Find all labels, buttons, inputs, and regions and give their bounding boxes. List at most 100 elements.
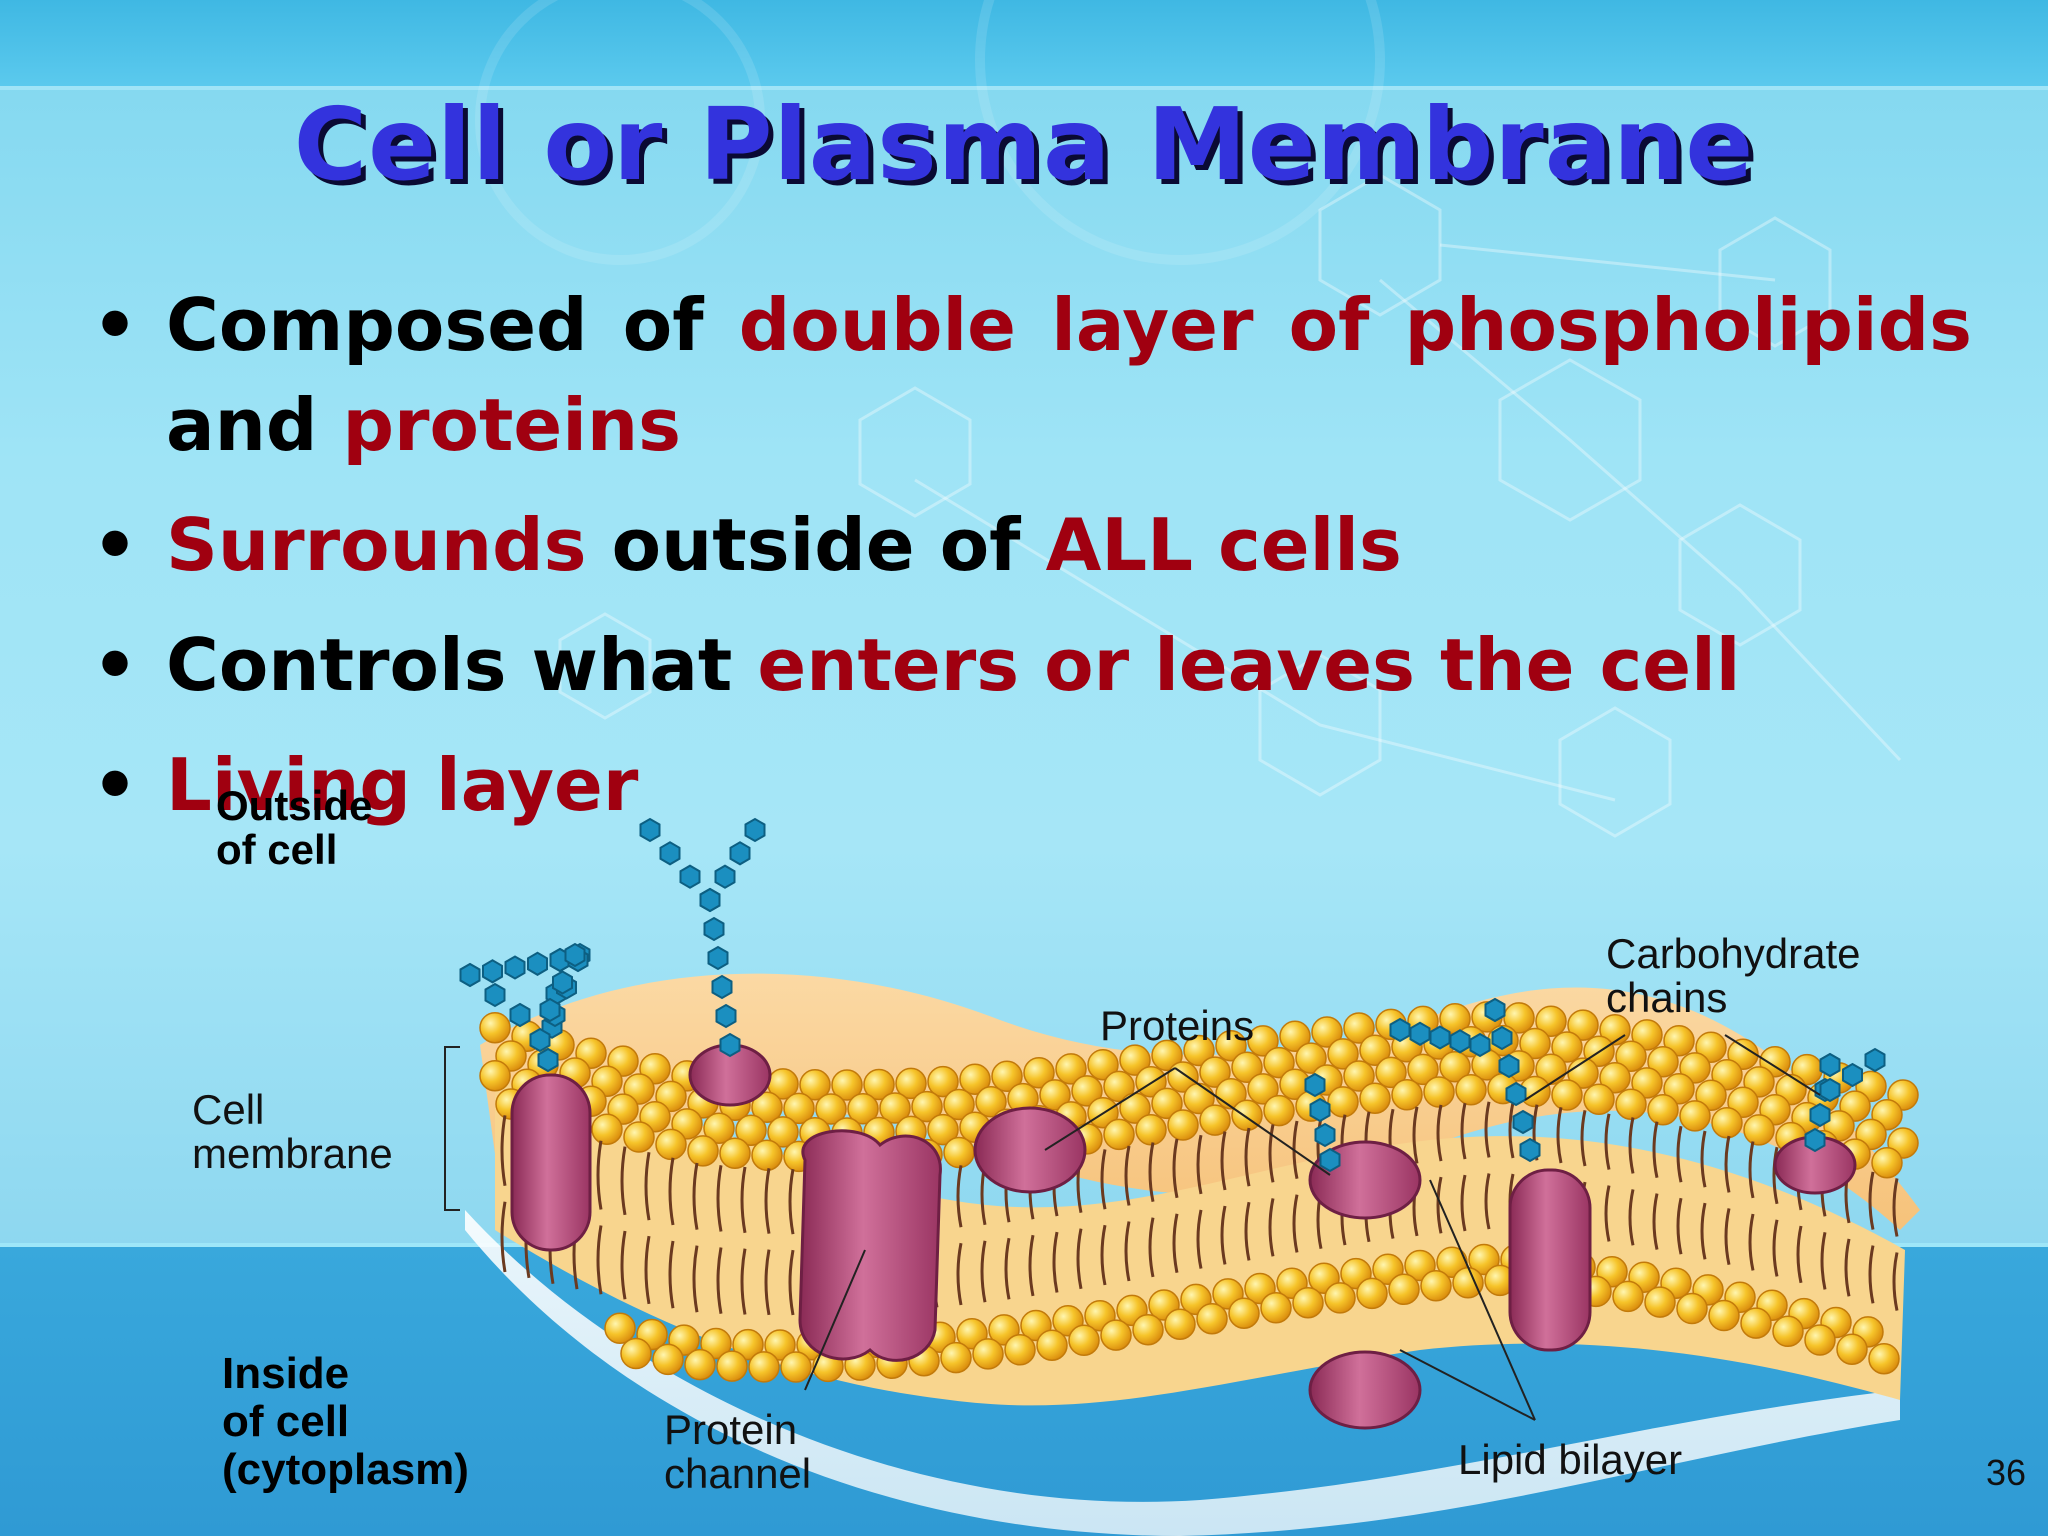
- lipid-head: [1103, 1070, 1135, 1103]
- lipid-tail: [644, 1152, 651, 1221]
- lipid-head: [1804, 1324, 1836, 1356]
- lipid-head: [1388, 1273, 1420, 1306]
- lipid-head: [943, 1136, 975, 1169]
- lipid-tail: [620, 1230, 627, 1300]
- lipid-head: [719, 1137, 751, 1170]
- lipid-head: [1356, 1277, 1388, 1310]
- cytoplasm-base: [465, 1210, 1900, 1536]
- lipid-tail: [1004, 1237, 1011, 1300]
- lipid-head: [879, 1092, 911, 1124]
- lipid-head: [1663, 1025, 1695, 1057]
- bullet-emphasis: double layer of phospholipids: [738, 283, 1972, 367]
- label-line: Outside: [216, 782, 373, 829]
- carbohydrate-unit: [1491, 1025, 1513, 1051]
- lipid-head: [895, 1067, 927, 1100]
- lipid-tail: [1820, 1231, 1827, 1290]
- lipid-tail: [1292, 1194, 1299, 1253]
- bullet-emphasis: Surrounds: [166, 503, 587, 587]
- lipid-head: [1167, 1109, 1199, 1141]
- carbohydrate-unit: [1449, 1029, 1471, 1054]
- bullet-list: • Composed of double layer of phospholip…: [92, 275, 1972, 855]
- lipid-head: [1679, 1052, 1711, 1084]
- bullet-dot: •: [92, 623, 139, 707]
- label-cell-membrane: Cell membrane: [192, 1088, 393, 1176]
- carbohydrate-unit: [539, 997, 561, 1023]
- lipid-tail: [956, 1242, 963, 1306]
- carbohydrate-unit: [459, 962, 481, 988]
- top-band-edge: [0, 86, 2048, 90]
- lipid-tail: [1892, 1178, 1899, 1237]
- carbohydrate-unit: [1809, 1102, 1831, 1128]
- lipid-head: [655, 1128, 687, 1161]
- bullet-item: • Composed of double layer of phospholip…: [92, 275, 1972, 475]
- lipid-head: [1231, 1051, 1263, 1084]
- carbohydrate-unit: [1864, 1047, 1886, 1073]
- lipid-head: [1615, 1088, 1647, 1120]
- lipid-head: [1503, 1002, 1535, 1034]
- lipid-head: [684, 1348, 716, 1381]
- label-line: Inside: [222, 1349, 350, 1398]
- lipid-tail: [692, 1162, 699, 1230]
- lipid-tail: [1772, 1219, 1779, 1277]
- lipid-tail: [1796, 1225, 1803, 1284]
- lipid-head: [1327, 1086, 1359, 1118]
- lipid-tail: [788, 1249, 795, 1316]
- lipid-tail: [1124, 1145, 1131, 1206]
- lipid-head: [1535, 1005, 1567, 1037]
- lipid-tail: [1604, 1185, 1611, 1242]
- lipid-head: [1868, 1342, 1900, 1375]
- protein-right: [1508, 1168, 1592, 1352]
- carbohydrate-unit: [537, 1047, 559, 1073]
- lipid-head: [780, 1351, 812, 1383]
- lipid-tail: [1508, 1102, 1515, 1159]
- lipid-head: [1343, 1060, 1375, 1092]
- lipid-tail: [668, 1157, 675, 1226]
- lipid-head: [1631, 1067, 1663, 1099]
- lipid-tail: [1628, 1189, 1635, 1246]
- lipid-head: [1100, 1319, 1132, 1351]
- lipid-tail: [1220, 1131, 1227, 1191]
- lipid-tail: [740, 1166, 747, 1234]
- lipid-head: [1647, 1046, 1679, 1078]
- lipid-head: [972, 1338, 1004, 1370]
- lipid-head: [1439, 1051, 1471, 1083]
- lipid-tail: [980, 1240, 987, 1303]
- slide-title: Cell or Plasma Membrane: [293, 86, 1755, 203]
- carbohydrate-unit: [1429, 1025, 1451, 1050]
- lipid-head: [863, 1068, 895, 1101]
- lipid-head: [1420, 1270, 1452, 1302]
- label-protein-channel: Protein channel: [664, 1408, 811, 1496]
- lipid-tail: [1484, 1173, 1491, 1230]
- lipid-tail: [692, 1245, 699, 1313]
- lipid-tail: [1220, 1205, 1227, 1265]
- lipid-head: [1567, 1009, 1599, 1041]
- lipid-tail: [1196, 1134, 1203, 1195]
- carbohydrate-unit: [1314, 1122, 1336, 1148]
- lipid-head: [1263, 1046, 1295, 1079]
- carbohydrate-unit: [699, 887, 721, 913]
- label-line: chains: [1606, 974, 1728, 1021]
- lipid-tail: [1148, 1142, 1155, 1202]
- lipid-head: [1215, 1029, 1247, 1062]
- lipid-tail: [1412, 1106, 1419, 1164]
- lipid-head: [1247, 1073, 1279, 1105]
- lipid-head: [991, 1060, 1023, 1093]
- lipid-head: [1103, 1118, 1135, 1151]
- lipid-head: [604, 1312, 636, 1345]
- carbohydrate-unit: [1469, 1032, 1491, 1058]
- lipid-head: [1327, 1038, 1359, 1070]
- carbohydrate-unit: [504, 955, 526, 980]
- lipid-head: [1663, 1073, 1695, 1105]
- label-lipid-bilayer: Lipid bilayer: [1458, 1436, 1683, 1483]
- carbohydrate-unit: [1319, 1147, 1341, 1173]
- lipid-head: [591, 1113, 623, 1145]
- lipid-tail: [1724, 1208, 1731, 1266]
- lipid-head: [1679, 1100, 1711, 1132]
- lipid-head: [911, 1090, 943, 1123]
- bullet-emphasis: proteins: [342, 383, 682, 467]
- lipid-tail: [1484, 1101, 1491, 1158]
- carbohydrate-unit: [659, 841, 681, 866]
- bullet-emphasis: Living layer: [166, 743, 639, 827]
